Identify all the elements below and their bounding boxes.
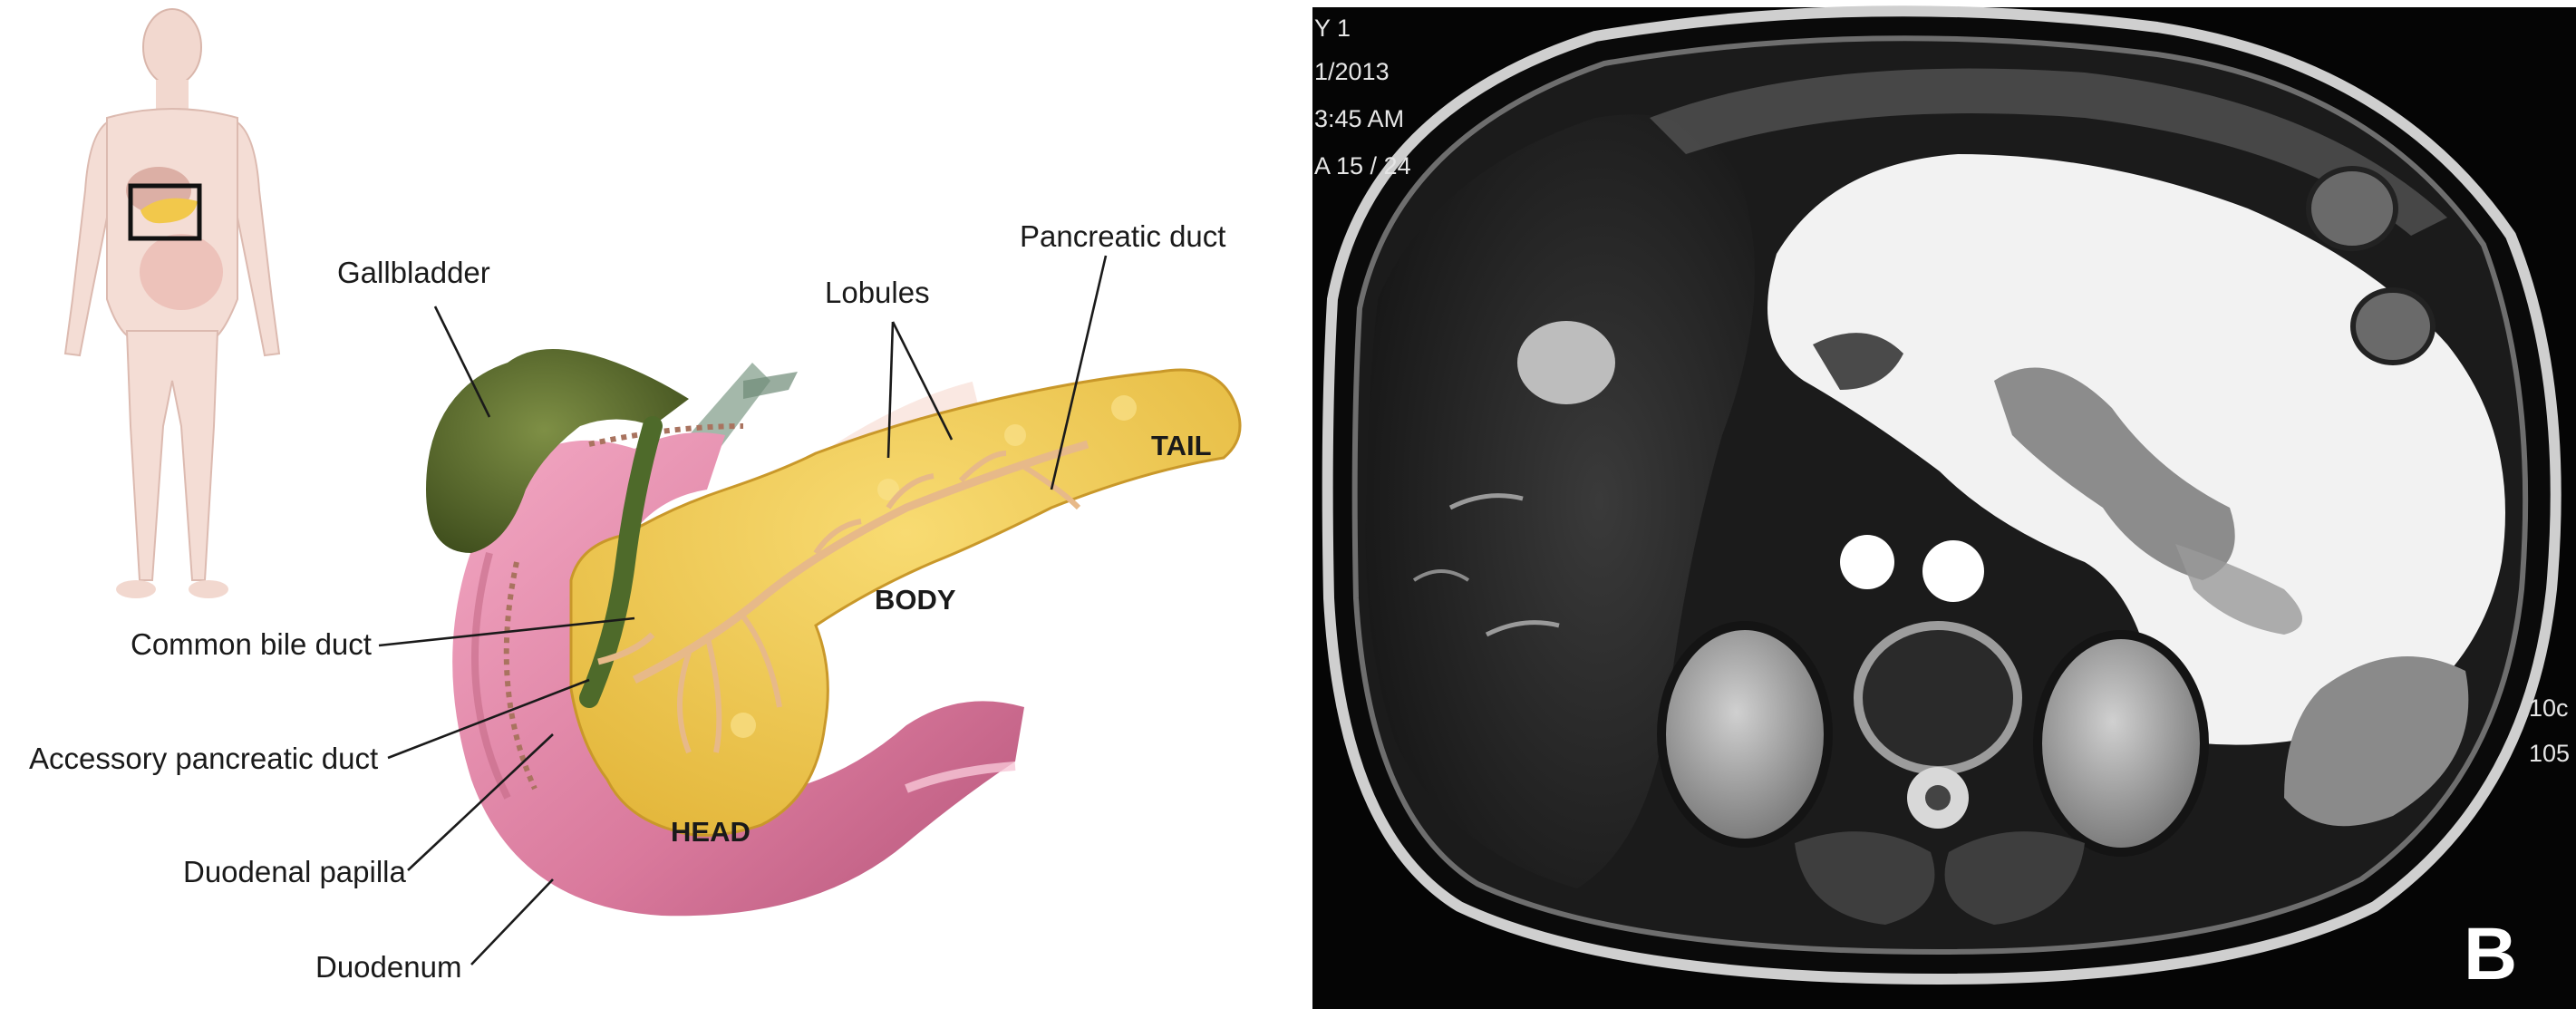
mri-overlay-line-4: A 15 / 24 [1314,152,1411,179]
label-body: BODY [875,584,956,616]
mri-overlay-line-2: 1/2013 [1314,58,1390,85]
mri-overlay-line-1: Y 1 [1314,15,1351,42]
label-pancreatic-duct: Pancreatic duct [1020,219,1225,253]
label-duodenal-papilla: Duodenal papilla [183,855,407,888]
anatomy-illustration: Gallbladder Lobules Pancreatic duct Comm… [29,9,1240,984]
label-common-bile-duct: Common bile duct [131,627,372,661]
mri-vertebra [1858,626,2018,771]
label-lobules: Lobules [825,276,930,309]
label-gallbladder: Gallbladder [337,256,490,289]
mri-side-mark-1: 10c [2529,694,2569,722]
label-duodenum: Duodenum [315,950,461,984]
mri-right-kidney [1661,626,1828,843]
label-accessory-pancreatic-duct: Accessory pancreatic duct [29,742,378,775]
panel-letter: B [2464,913,2517,995]
mri-side-mark-2: 105 [2529,740,2570,767]
label-tail: TAIL [1151,430,1212,461]
mri-overlay-line-3: 3:45 AM [1314,105,1404,132]
leader-duodenum [471,879,553,965]
label-head: HEAD [671,816,751,848]
mri-left-kidney [2038,635,2204,852]
mri-scan-panel: Y 1 1/2013 3:45 AM A 15 / 24 10c 105 B [1312,7,2576,1009]
human-body-thumbnail [65,9,279,598]
